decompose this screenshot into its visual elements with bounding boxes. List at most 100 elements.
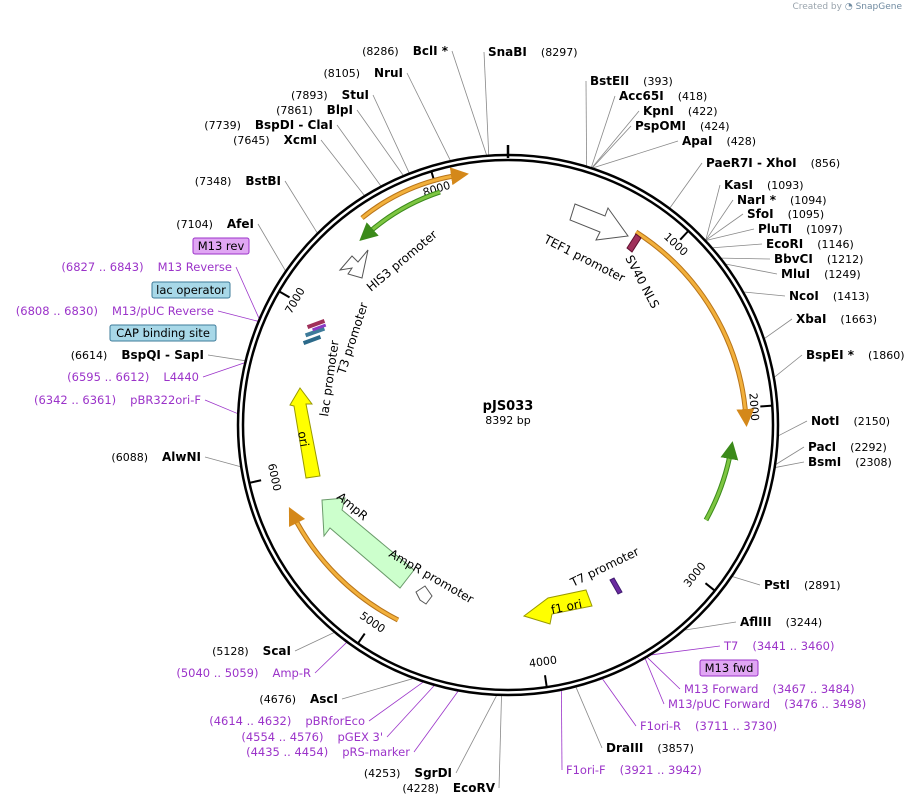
site-name-0: SnaBI: [488, 45, 527, 59]
site-text-21: AflIII(3244): [740, 615, 822, 629]
site-28[interactable]: (7645)XcmI: [233, 133, 317, 147]
site-pos-5: (428): [726, 135, 756, 148]
site-10[interactable]: PluTI(1097): [758, 222, 843, 236]
site-17[interactable]: NotI(2150): [811, 414, 890, 428]
site-27[interactable]: (7739)BspDI - ClaI: [204, 118, 333, 132]
site-7[interactable]: KasI(1093): [724, 178, 804, 192]
site-24[interactable]: (8105)NruI: [323, 66, 403, 80]
site-name-21: AflIII: [740, 615, 772, 629]
primer-4[interactable]: F1ori-F(3921 .. 3942): [566, 763, 702, 777]
site-3[interactable]: KpnI(422): [643, 104, 718, 118]
primer-6[interactable]: (6808 .. 6830)M13/pUC Reverse: [16, 304, 214, 318]
primer-1[interactable]: M13 Forward(3467 .. 3484): [684, 682, 855, 696]
plasmid-name: pJS033: [483, 399, 534, 414]
site-leader-30: [257, 223, 286, 271]
primer-10[interactable]: (4614 .. 4632)pBRforEco: [209, 714, 365, 728]
tef1-promoter-arrow: [569, 203, 629, 241]
site-4[interactable]: PspOMI(424): [635, 119, 730, 133]
site-30[interactable]: (7104)AfeI: [176, 217, 254, 231]
site-pos-26: (7861): [276, 104, 313, 117]
primer-2[interactable]: M13/pUC Forward(3476 .. 3498): [668, 697, 866, 711]
site-name-22: DraIII: [606, 741, 643, 755]
site-22[interactable]: DraIII (3857): [606, 741, 694, 755]
site-name-28: XcmI: [284, 133, 317, 147]
site-text-1: BstEII(393): [590, 74, 673, 88]
box-m13-fwd[interactable]: M13 fwd: [699, 659, 759, 677]
site-leader-14: [744, 291, 786, 297]
primer-8[interactable]: (6342 .. 6361)pBR322ori-F: [34, 393, 201, 407]
site-25[interactable]: (7893)StuI: [291, 88, 369, 102]
site-pos-35: (4253): [364, 767, 401, 780]
site-21[interactable]: AflIII(3244): [740, 615, 822, 629]
site-29[interactable]: (7348)BstBI: [195, 174, 281, 188]
primer-name-12: pRS-marker: [342, 745, 410, 759]
primer-0[interactable]: T7(3441 .. 3460): [723, 639, 834, 653]
site-leader-35: [455, 695, 497, 774]
primer-12[interactable]: (4435 .. 4454)pRS-marker: [246, 745, 410, 759]
primer-text-3: F1ori-R(3711 .. 3730): [640, 719, 777, 733]
site-18[interactable]: PacI(2292): [808, 440, 887, 454]
primer-name-9: Amp-R: [272, 666, 311, 680]
site-text-27: (7739)BspDI - ClaI: [204, 118, 333, 132]
site-1[interactable]: BstEII(393): [590, 74, 673, 88]
primer-name-10: pBRforEco: [305, 714, 365, 728]
site-name-29: BstBI: [245, 174, 281, 188]
primer-text-10: (4614 .. 4632)pBRforEco: [209, 714, 365, 728]
site-text-18: PacI(2292): [808, 440, 887, 454]
site-name-27: BspDI - ClaI: [255, 118, 333, 132]
primer-11[interactable]: (4554 .. 4576)pGEX 3': [241, 730, 383, 744]
site-name-3: KpnI: [643, 104, 674, 118]
site-16[interactable]: BspEI *(1860): [806, 348, 905, 362]
site-pos-16: (1860): [868, 349, 905, 362]
primer-text-8: (6342 .. 6361)pBR322ori-F: [34, 393, 201, 407]
site-33[interactable]: (5128)ScaI: [212, 644, 291, 658]
primer-7[interactable]: (6595 .. 6612)L4440: [67, 370, 199, 384]
site-leader-29: [284, 180, 318, 233]
site-text-33: (5128)ScaI: [212, 644, 291, 658]
site-6[interactable]: PaeR7I - XhoI(856): [706, 156, 840, 170]
primer-9[interactable]: (5040 .. 5059)Amp-R: [176, 666, 311, 680]
site-31[interactable]: (6614)BspQI - SapI: [71, 348, 204, 362]
site-13[interactable]: MluI(1249): [781, 267, 861, 281]
primer-leader-0: [651, 645, 721, 656]
primer-3[interactable]: F1ori-R(3711 .. 3730): [640, 719, 777, 733]
primer-name-2: M13/pUC Forward: [668, 697, 770, 711]
site-text-23: (8286)BclI *: [362, 44, 449, 58]
site-name-24: NruI: [374, 66, 403, 80]
site-5[interactable]: ApaI(428): [682, 134, 756, 148]
site-text-17: NotI(2150): [811, 414, 890, 428]
site-2[interactable]: Acc65I(418): [619, 89, 707, 103]
site-text-5: ApaI(428): [682, 134, 756, 148]
credit-prefix: Created by: [792, 2, 842, 12]
site-name-10: PluTI: [758, 222, 792, 236]
site-32[interactable]: (6088)AlwNI: [111, 450, 201, 464]
site-name-11: EcoRI: [766, 237, 803, 251]
site-23[interactable]: (8286)BclI *: [362, 44, 449, 58]
primer-text-5: (6827 .. 6843)M13 Reverse: [61, 260, 232, 274]
site-8[interactable]: NarI *(1094): [737, 193, 827, 207]
site-leader-10: [706, 228, 755, 241]
site-leader-2: [591, 95, 616, 168]
site-19[interactable]: BsmI(2308): [808, 455, 892, 469]
site-leader-16: [774, 354, 803, 378]
site-0[interactable]: SnaBI(8297): [488, 45, 577, 59]
site-pos-22: (3857): [657, 742, 694, 755]
site-9[interactable]: SfoI(1095): [747, 207, 824, 221]
box-cap-binding-site[interactable]: CAP binding site: [109, 324, 217, 342]
primer-5[interactable]: (6827 .. 6843)M13 Reverse: [61, 260, 232, 274]
site-14[interactable]: NcoI(1413): [789, 289, 869, 303]
site-15[interactable]: XbaI(1663): [796, 312, 877, 326]
site-pos-12: (1212): [827, 253, 864, 266]
site-20[interactable]: PstI(2891): [764, 578, 841, 592]
box-m13-rev[interactable]: M13 rev: [192, 237, 250, 255]
site-name-18: PacI: [808, 440, 836, 454]
site-text-11: EcoRI(1146): [766, 237, 854, 251]
box-lac-operator[interactable]: lac operator: [151, 281, 231, 299]
site-34[interactable]: (4676)AscI: [259, 692, 338, 706]
site-26[interactable]: (7861)BlpI: [276, 103, 353, 117]
site-11[interactable]: EcoRI(1146): [766, 237, 854, 251]
site-36[interactable]: (4228)EcoRV: [402, 781, 495, 795]
site-35[interactable]: (4253)SgrDI: [364, 766, 452, 780]
site-12[interactable]: BbvCI(1212): [774, 252, 863, 266]
primer-name-7: L4440: [163, 370, 199, 384]
